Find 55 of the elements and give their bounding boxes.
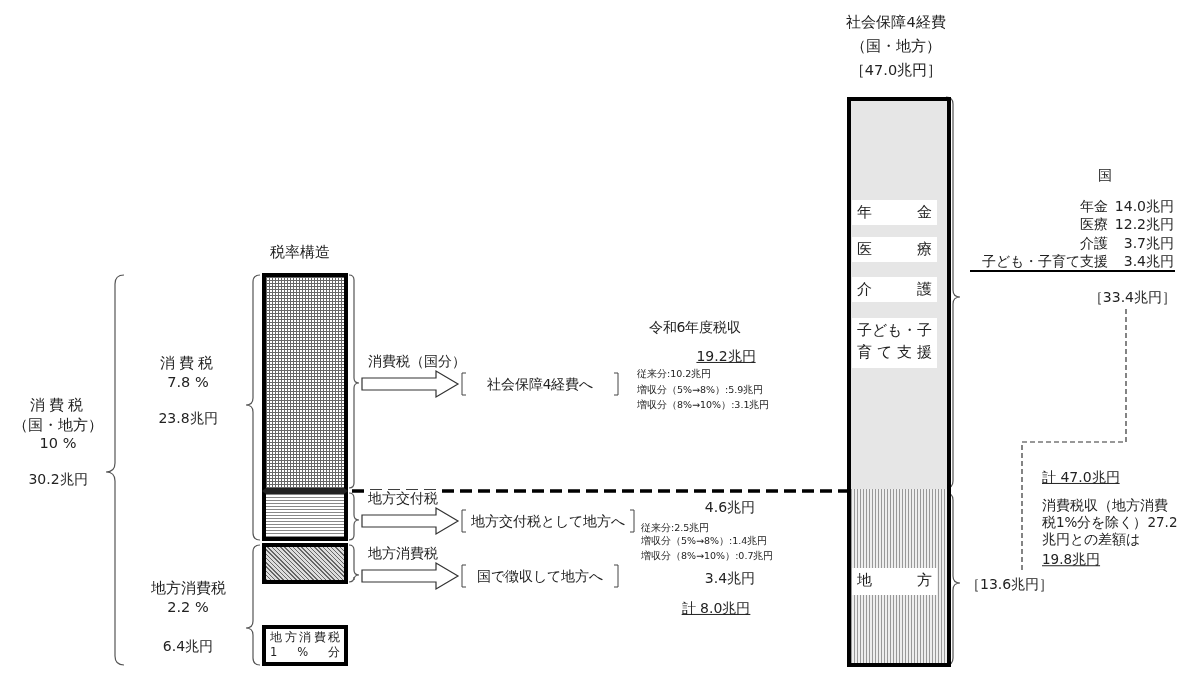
block-arrow xyxy=(361,506,460,536)
table-cell: 介護 xyxy=(1080,234,1108,252)
amount-text: ［13.6兆円］ xyxy=(966,573,1048,595)
bar-segment xyxy=(262,543,348,584)
bar-total: ［47.0兆円］ xyxy=(849,62,943,79)
amount-text: 6.4兆円 xyxy=(162,637,214,655)
amount-text: ［33.4兆円］ xyxy=(1072,286,1176,308)
edge-label: 地方消費税 xyxy=(367,545,439,562)
table-cell: 子ども・子育て支援 xyxy=(982,252,1108,270)
block-arrow xyxy=(361,561,460,591)
total-text: 計 47.0兆円 xyxy=(1042,468,1120,486)
bar-segment xyxy=(262,273,348,491)
bracketed-text: 地方交付税として地方へ xyxy=(460,509,636,533)
table-cell: 医療 xyxy=(1080,215,1108,233)
bar-heading: 社会保障4経費 xyxy=(846,14,946,31)
bar-label: 医療 xyxy=(852,237,937,262)
breakdown-text: 増収分（8%→10%）:0.7兆円 xyxy=(641,550,774,562)
amount-text: 3.4兆円 xyxy=(704,569,756,587)
breakdown-text: 増収分（5%→8%）:1.4兆円 xyxy=(641,535,768,547)
tax-name: 地方消費税 xyxy=(150,579,226,597)
table-cell: 年金 xyxy=(1080,197,1108,215)
tax-rate: 7.8 % xyxy=(167,373,209,391)
tax-rate: 2.2 % xyxy=(167,598,209,616)
note-amount: 19.8兆円 xyxy=(1042,552,1101,568)
bracketed-text: 社会保障4経費へ xyxy=(460,372,620,396)
section-heading: 令和6年度税収 xyxy=(648,318,742,336)
tax-rate: 10 % xyxy=(39,434,77,452)
labelled-box: 地方消費税 1 % 分 xyxy=(262,625,348,666)
tax-name: 消費税 xyxy=(29,396,87,414)
table-cell: 3.4兆円 xyxy=(1123,252,1174,270)
block-arrow xyxy=(361,369,460,399)
amount-text: 30.2兆円 xyxy=(28,470,88,488)
edge-label: 地方交付税 xyxy=(367,490,439,507)
table-cell: 3.7兆円 xyxy=(1123,234,1174,252)
bar-label: 介護 xyxy=(852,277,937,302)
breakdown-text: 増収分（5%→8%）:5.9兆円 xyxy=(637,384,764,396)
note-text: 消費税収（地方消費税1%分を除く）27.2兆円との差額は xyxy=(1042,497,1178,548)
table-heading: 国 xyxy=(1098,166,1112,184)
tax-name: 消費税 xyxy=(159,354,217,372)
section-heading: 税率構造 xyxy=(270,243,330,261)
tax-scope: （国・地方） xyxy=(13,416,103,434)
bar-subheading: （国・地方） xyxy=(851,38,941,55)
table-cell: 12.2兆円 xyxy=(1114,215,1174,233)
table-cell: 14.0兆円 xyxy=(1114,197,1174,215)
bar-label: 年金 xyxy=(852,200,937,225)
bar-label: 地方 xyxy=(852,568,937,595)
breakdown-text: 増収分（8%→10%）:3.1兆円 xyxy=(637,399,770,411)
bracketed-text: 国で徴収して地方へ xyxy=(460,564,620,588)
bar-label: 子ども・子育て支援 xyxy=(852,318,937,368)
amount-text: 4.6兆円 xyxy=(704,498,756,516)
breakdown-text: 従来分:10.2兆円 xyxy=(637,368,712,380)
amount-text: 19.2兆円 xyxy=(696,347,756,365)
amount-text: 23.8兆円 xyxy=(158,409,218,427)
total-text: 計 8.0兆円 xyxy=(681,599,751,617)
bar-segment xyxy=(262,491,348,541)
